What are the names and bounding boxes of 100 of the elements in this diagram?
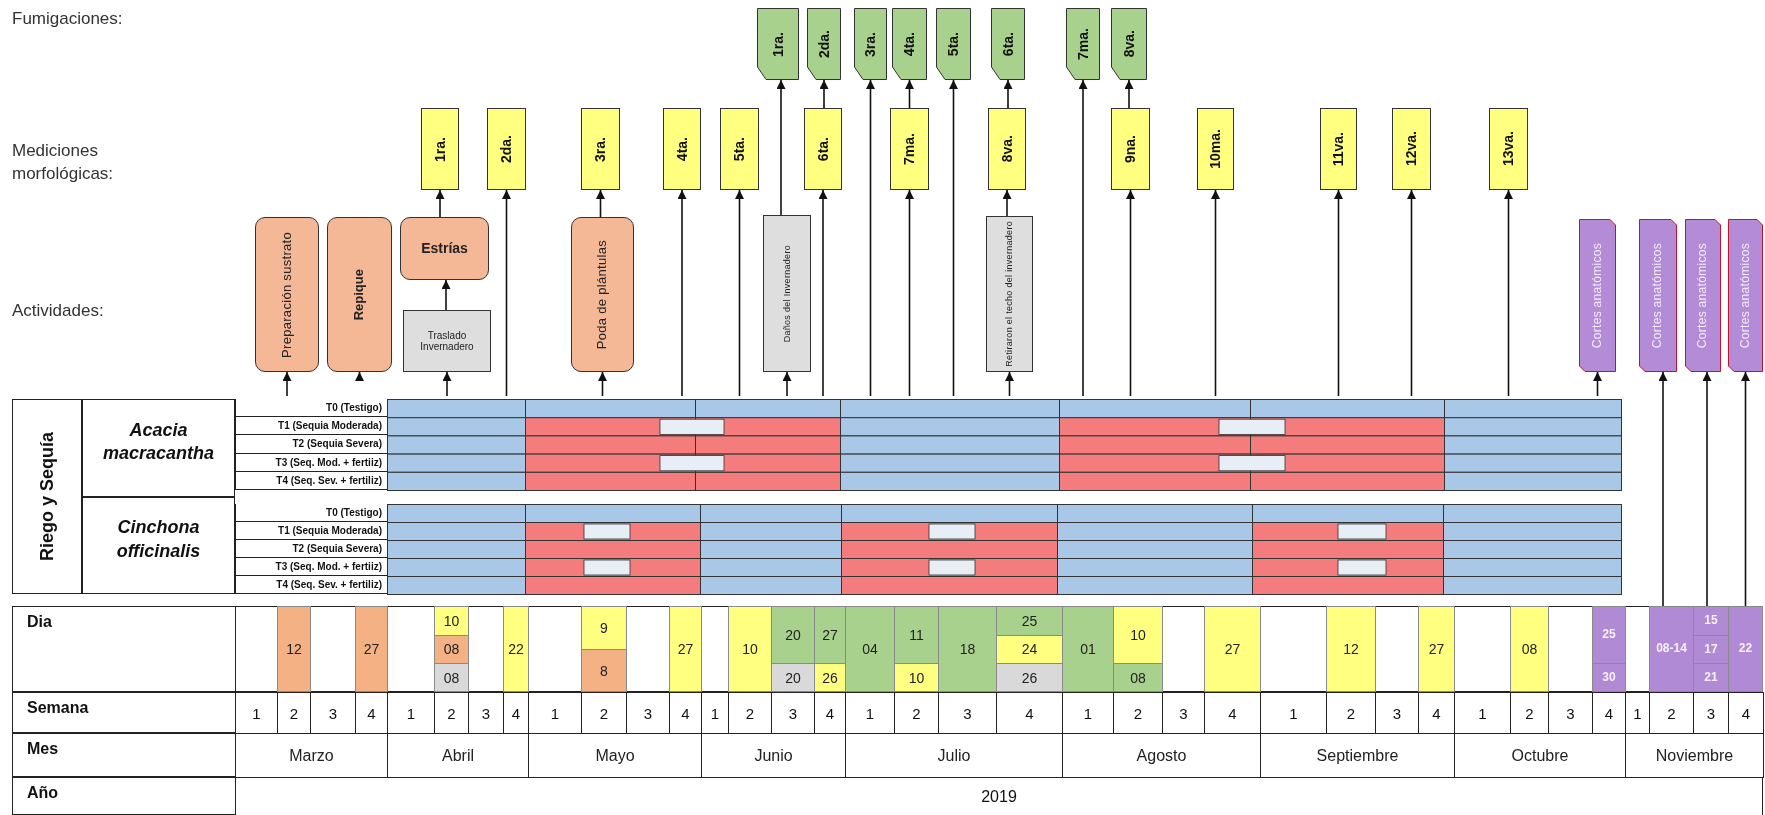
activity-box (571, 217, 634, 372)
activity-box (400, 217, 489, 280)
arrow (442, 371, 452, 397)
measurement-label: 5ta. (731, 136, 748, 162)
arrow (1658, 371, 1668, 607)
sampling-label: Cortes anatómicos (1590, 242, 1605, 349)
day-value: 27 (814, 606, 846, 665)
treatment-label: T2 (Sequia Severa) (235, 540, 388, 558)
day-value: 20 (771, 663, 815, 692)
row-header: Mes (27, 740, 59, 757)
arrow (1407, 189, 1416, 397)
measurement-label: 13va. (1500, 131, 1517, 167)
row-title: Fumigaciones: (12, 8, 124, 30)
arrow (441, 279, 451, 311)
arrow (866, 79, 875, 397)
day-cell (1693, 634, 1729, 665)
treatment-label: T2 (Sequia Severa) (235, 435, 388, 454)
arrow (1005, 371, 1014, 397)
day-cell (1693, 606, 1729, 636)
day-value: 15 (1704, 613, 1718, 628)
day-value: 20 (771, 606, 815, 665)
treatment-label: T0 (Testigo) (235, 399, 388, 418)
measurement-label: 1ra. (431, 136, 449, 162)
measurement-box (804, 108, 842, 190)
arrow (1126, 189, 1135, 397)
fumigation-tag (892, 8, 927, 80)
treatment-label: T0 (Testigo) (235, 504, 388, 522)
fumigation-label: 7ma. (1074, 28, 1092, 60)
arrow (782, 371, 792, 397)
row-header: Dia (27, 613, 52, 630)
arrow (502, 189, 511, 397)
arrow (1702, 371, 1712, 607)
measurement-box (1489, 108, 1528, 190)
day-value: 27 (1418, 606, 1455, 692)
activity-label: Poda de plántulas (595, 239, 610, 350)
note-label: Retiraron el techo del invernadero (1004, 221, 1015, 367)
measurement-box (581, 108, 620, 190)
day-value: 10 (1113, 606, 1163, 665)
day-value: 25 (1602, 628, 1616, 643)
sampling-label: Cortes anatómicos (1651, 242, 1665, 349)
day-value: 10 (728, 606, 772, 692)
arrow (1078, 79, 1088, 397)
measurement-label: 7ma. (901, 133, 918, 165)
fumigation-label: 6ta. (999, 31, 1017, 57)
row-title: Actividades: (12, 300, 105, 322)
fumigation-label: 5ta. (945, 31, 962, 57)
day-value: 04 (845, 606, 895, 692)
day-value: 08 (434, 663, 469, 692)
note-label: Daños del Invernadero (781, 244, 793, 343)
arrow (819, 79, 829, 109)
sampling-tag (1728, 219, 1763, 372)
measurement-label: 11va. (1330, 131, 1347, 167)
treatment-label: T3 (Seq. Mod. + fertiiz) (235, 558, 388, 576)
day-value: 18 (938, 606, 997, 692)
fumigation-tag (807, 8, 841, 80)
measurement-label: 3ra. (592, 136, 609, 162)
day-value: 8 (581, 649, 627, 692)
day-value: 26 (814, 663, 846, 692)
note-label: Traslado Invernadero (419, 329, 475, 353)
species-name: Cinchona officinalis (115, 516, 202, 563)
arrow (1593, 371, 1602, 397)
activity-label: Estrías (421, 240, 468, 257)
fumigation-label: 2da. (815, 30, 833, 58)
measurement-label: 10ma. (1207, 129, 1224, 169)
day-value: 08 (1113, 663, 1163, 692)
activity-box (255, 217, 319, 372)
measurement-box (663, 108, 701, 190)
arrow (598, 371, 607, 397)
activity-box (327, 217, 392, 372)
day-value: 11 (894, 606, 939, 665)
sampling-label: Cortes anatómicos (1696, 242, 1710, 349)
arrow (355, 371, 364, 381)
day-cell (1728, 606, 1763, 692)
arrow (818, 189, 828, 397)
fumigation-tag (757, 8, 799, 80)
day-cell (1592, 606, 1626, 665)
arrow (1002, 189, 1012, 217)
note-box (403, 310, 491, 372)
measurement-box (720, 108, 759, 190)
day-value: 22 (1738, 642, 1753, 656)
fumigation-label: 8va. (1120, 30, 1138, 58)
row-title: Mediciones morfológicas: (12, 140, 115, 185)
fumigation-label: 4ta. (901, 31, 918, 57)
day-value: 25 (996, 606, 1063, 636)
day-value: 17 (1704, 642, 1718, 657)
arrow (435, 189, 445, 218)
activity-label: Preparación sustrato (279, 231, 295, 358)
measurement-box (1111, 108, 1150, 190)
arrow (1504, 189, 1513, 397)
arrow (1003, 79, 1013, 109)
sampling-label: Cortes anatómicos (1738, 242, 1753, 349)
day-value: 10 (434, 606, 469, 636)
day-value: 22 (503, 606, 529, 692)
measurement-label: 8va. (998, 135, 1016, 163)
fumigation-tag (936, 8, 971, 80)
day-value: 30 (1602, 670, 1616, 685)
arrow (677, 189, 687, 397)
day-cell (1649, 606, 1694, 692)
week-number: 4 (1728, 692, 1764, 734)
day-value: 27 (669, 606, 702, 692)
